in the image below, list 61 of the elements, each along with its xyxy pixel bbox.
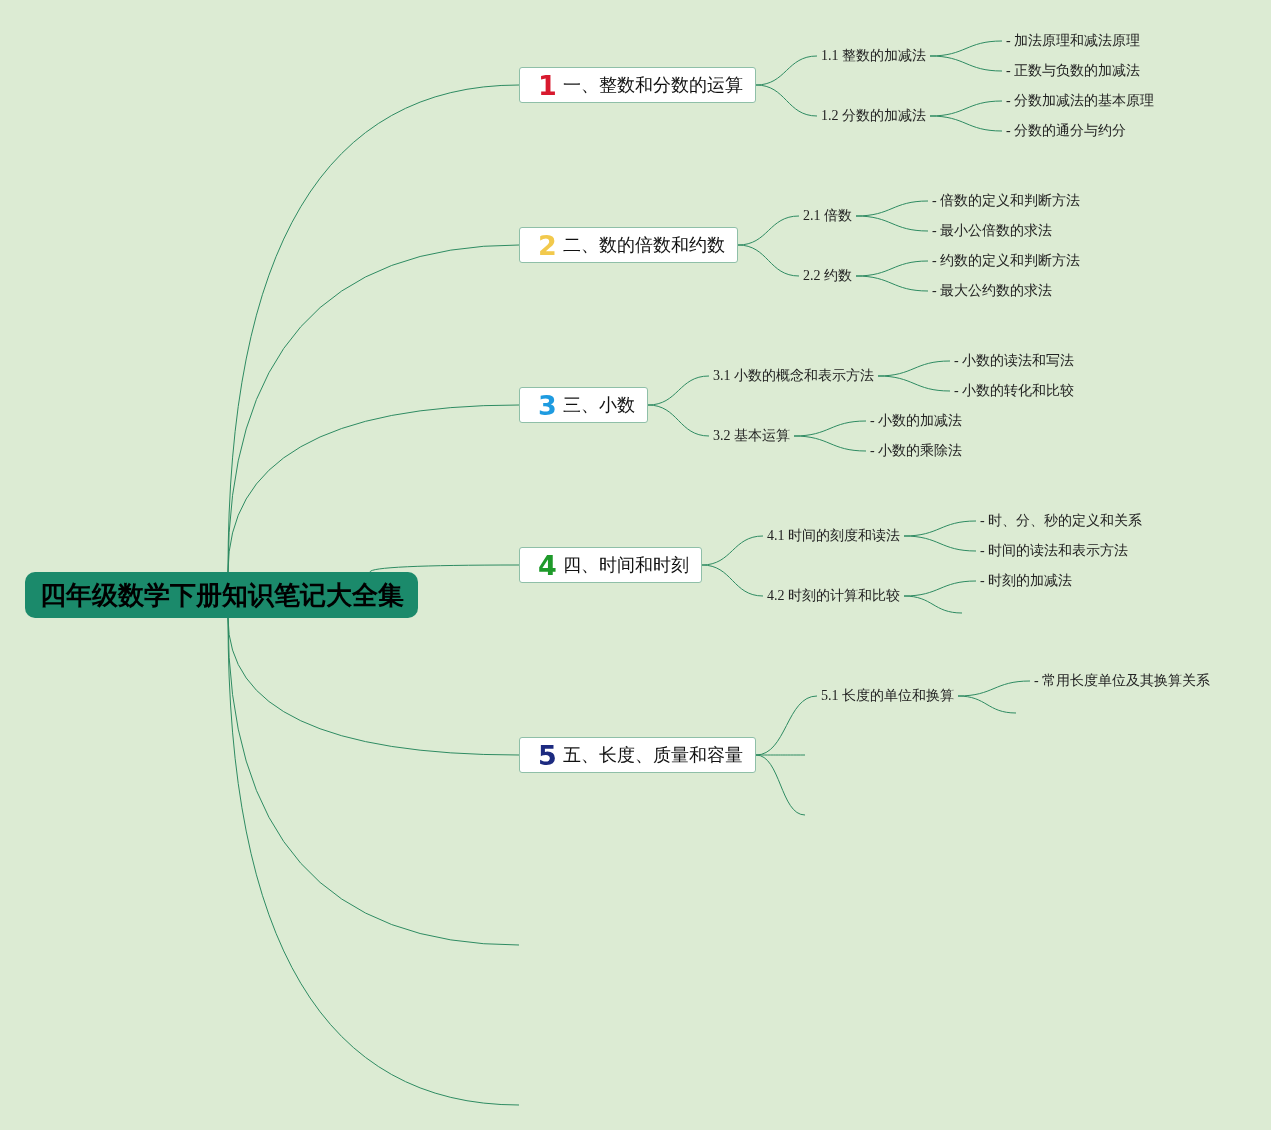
leaf-label: - 约数的定义和判断方法 <box>928 252 1085 270</box>
leaf-label: - 时、分、秒的定义和关系 <box>976 512 1147 530</box>
topic-number: 4 <box>538 551 557 579</box>
topic-number: 3 <box>538 391 557 419</box>
branch-line <box>903 580 977 597</box>
branch-line <box>793 435 867 452</box>
subtopic-label: 3.2 基本运算 <box>709 427 794 445</box>
topic-title: 五、长度、质量和容量 <box>562 743 743 767</box>
branch-line <box>957 695 1017 714</box>
leaf-label: - 最小公倍数的求法 <box>928 222 1057 240</box>
branch-line <box>855 215 929 232</box>
leaf-label: - 小数的加减法 <box>866 412 967 430</box>
topic-title: 四、时间和时刻 <box>562 553 689 577</box>
branch-line <box>227 404 520 573</box>
branch-line <box>929 55 1003 72</box>
topic-title: 三、小数 <box>562 393 635 417</box>
branch-line <box>903 595 963 614</box>
branch-line <box>647 404 710 437</box>
topic-box <box>519 737 756 773</box>
leaf-label: - 加法原理和减法原理 <box>1002 32 1145 50</box>
topic-box <box>519 387 648 423</box>
leaf-label: - 正数与负数的加减法 <box>1002 62 1145 80</box>
topic-number: 2 <box>538 231 557 259</box>
leaf-label: - 小数的乘除法 <box>866 442 967 460</box>
branch-line <box>737 244 800 277</box>
branch-line <box>957 680 1031 697</box>
subtopic-label: 3.1 小数的概念和表示方法 <box>709 367 878 385</box>
leaf-label: - 时刻的加减法 <box>976 572 1077 590</box>
leaf-label: - 最大公约数的求法 <box>928 282 1057 300</box>
branch-line <box>903 535 977 552</box>
leaf-label: - 时间的读法和表示方法 <box>976 542 1133 560</box>
topic-title: 一、整数和分数的运算 <box>562 73 743 97</box>
branch-line <box>855 275 929 292</box>
leaf-label: - 小数的读法和写法 <box>950 352 1079 370</box>
subtopic-label: 2.2 约数 <box>799 267 856 285</box>
subtopic-label: 4.1 时间的刻度和读法 <box>763 527 904 545</box>
branch-line <box>877 375 951 392</box>
branch-line <box>227 617 520 1106</box>
branch-line <box>755 84 818 117</box>
topic-box <box>519 547 702 583</box>
leaf-label: - 倍数的定义和判断方法 <box>928 192 1085 210</box>
branch-line <box>701 564 764 597</box>
topic-box <box>519 67 756 103</box>
leaf-label: - 常用长度单位及其换算关系 <box>1030 672 1215 690</box>
topic-number: 1 <box>538 71 557 99</box>
subtopic-label: 2.1 倍数 <box>799 207 856 225</box>
topic-number: 5 <box>538 741 557 769</box>
subtopic-label: 1.2 分数的加减法 <box>817 107 930 125</box>
branch-line <box>929 115 1003 132</box>
leaf-label: - 小数的转化和比较 <box>950 382 1079 400</box>
topic-box <box>519 227 738 263</box>
branch-line <box>755 754 806 756</box>
topic-title: 二、数的倍数和约数 <box>562 233 725 257</box>
leaf-label: - 分数加减法的基本原理 <box>1002 92 1159 110</box>
subtopic-label: 5.1 长度的单位和换算 <box>817 687 958 705</box>
leaf-label: - 分数的通分与约分 <box>1002 122 1131 140</box>
title-box: 四年级数学下册知识笔记大全集 <box>25 572 418 618</box>
branch-line <box>369 564 520 573</box>
subtopic-label: 1.1 整数的加减法 <box>817 47 930 65</box>
branch-line <box>755 754 806 816</box>
subtopic-label: 4.2 时刻的计算和比较 <box>763 587 904 605</box>
